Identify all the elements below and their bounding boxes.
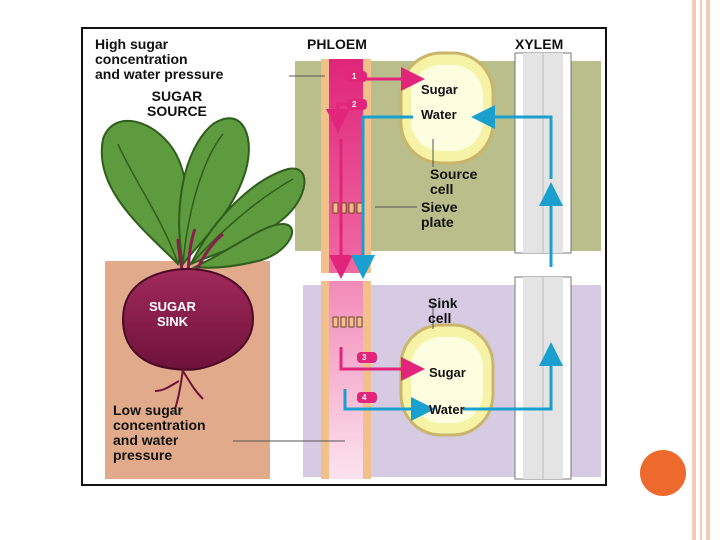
step-badges [347, 71, 377, 403]
beet-root [121, 267, 255, 371]
step-4: 4 [362, 393, 367, 402]
sieve-plate-bottom [332, 316, 363, 328]
orange-circle [640, 450, 686, 496]
sink-sugar-label: Sugar [429, 365, 466, 380]
sugar-sink-label: SUGAR SINK [149, 299, 196, 329]
step-3: 3 [362, 353, 367, 362]
decor-stripe-3 [706, 0, 710, 540]
water-flow-arrows [343, 105, 563, 421]
beet-leaves [100, 117, 306, 269]
high-sugar-label: High sugar concentration and water press… [95, 36, 224, 82]
diagram-frame: 1 2 3 4 PHLOEM XYLEM High sugar concentr… [81, 27, 607, 486]
sugar-source-label: SUGAR SOURCE [147, 88, 207, 119]
source-sugar-label: Sugar [421, 82, 458, 97]
sink-water-label: Water [429, 402, 465, 417]
sink-cell-label: Sink cell [428, 295, 458, 326]
xylem-tube-bottom [514, 276, 572, 480]
decor-stripe-2 [700, 0, 702, 540]
low-sugar-label: Low sugar concentration and water pressu… [113, 402, 206, 463]
xylem-tube-top [514, 52, 572, 254]
step-1: 1 [352, 72, 357, 81]
step-2: 2 [352, 100, 357, 109]
diagram-graphic [100, 51, 601, 480]
source-water-label: Water [421, 107, 457, 122]
sieve-plate-label: Sieve plate [421, 199, 458, 230]
header-xylem: XYLEM [515, 36, 564, 52]
decor-stripe-1 [692, 0, 696, 540]
source-cell-label: Source cell [430, 166, 478, 197]
header-phloem: PHLOEM [307, 36, 367, 52]
